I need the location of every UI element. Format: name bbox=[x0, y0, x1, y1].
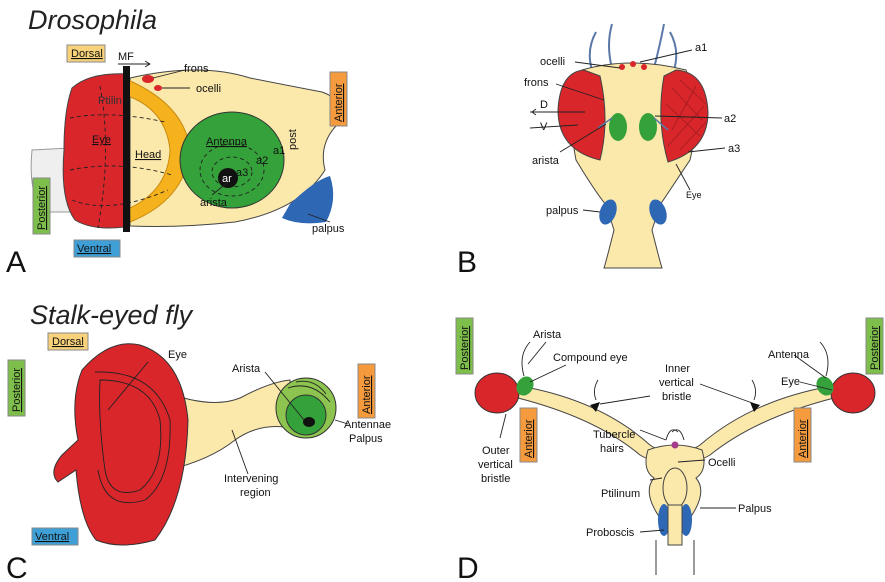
morphogenetic-furrow-bar bbox=[123, 66, 130, 232]
frons-label-a: frons bbox=[184, 63, 209, 75]
ocelli-label-b: ocelli bbox=[540, 56, 565, 68]
ptilinum-d bbox=[663, 468, 687, 508]
mf-label: MF bbox=[118, 51, 134, 63]
antenna-left-b bbox=[609, 113, 627, 141]
posterior-label-c: Posterior bbox=[11, 368, 23, 412]
posterior-label-d-left: Posterior bbox=[459, 326, 471, 370]
arista-base-c bbox=[303, 417, 315, 427]
title-stalk-eyed-fly: Stalk-eyed fly bbox=[30, 300, 194, 330]
eye-label-c: Eye bbox=[168, 349, 187, 361]
d-label: D bbox=[540, 99, 548, 111]
outer-label-1: Outer bbox=[482, 445, 510, 457]
anterior-label-d-left: Anterior bbox=[523, 419, 535, 458]
panel-d: Posterior Posterior Anterior Anterior Ar… bbox=[456, 318, 883, 582]
panel-label-c: C bbox=[6, 552, 28, 582]
a2-label-b: a2 bbox=[724, 113, 736, 125]
ocelli-label-a: ocelli bbox=[196, 83, 221, 95]
eye-right-d bbox=[831, 373, 875, 413]
title-drosophila: Drosophila bbox=[28, 5, 157, 35]
ocellus-3 bbox=[641, 64, 647, 70]
antenna-label-a: Antenna bbox=[206, 136, 248, 148]
arista-label-b: arista bbox=[532, 155, 560, 167]
eye-label-b: Eye bbox=[686, 190, 702, 200]
inner-label-2: vertical bbox=[659, 377, 694, 389]
anterior-label-c: Anterior bbox=[361, 375, 373, 414]
ptilinum-label: Ptilinum bbox=[601, 488, 640, 500]
ptilin-label: Ptilin bbox=[98, 95, 122, 107]
ocelli-label-d: Ocelli bbox=[708, 457, 736, 469]
ocellus-2 bbox=[630, 61, 636, 67]
inner-bristles bbox=[590, 402, 760, 412]
panel-c: Stalk-eyed fly Dorsal Ventral Posterior … bbox=[6, 300, 391, 582]
v-label: V bbox=[540, 121, 548, 133]
panel-label-a: A bbox=[6, 246, 26, 279]
antenna-a bbox=[180, 112, 284, 208]
antenna-right-b bbox=[639, 113, 657, 141]
anterior-label-a: Anterior bbox=[333, 83, 345, 122]
frons-mark bbox=[142, 75, 154, 83]
eye-left-d bbox=[475, 373, 519, 413]
proboscis-d bbox=[668, 505, 682, 545]
a3-label-a: a3 bbox=[236, 167, 248, 179]
anterior-label-d-right: Anterior bbox=[797, 419, 809, 458]
panel-label-b: B bbox=[457, 246, 477, 279]
ventral-label-c: Ventral bbox=[35, 531, 69, 543]
ocelli-mark bbox=[154, 85, 162, 91]
antenna-inner-c bbox=[286, 395, 326, 435]
outer-label-2: vertical bbox=[478, 459, 513, 471]
a3-label-b: a3 bbox=[728, 143, 740, 155]
tubercle-label-2: hairs bbox=[600, 443, 624, 455]
proboscis-label: Proboscis bbox=[586, 527, 635, 539]
panel-b: ocelli a1 frons D V a2 arista a3 Eye pal… bbox=[457, 24, 740, 279]
posterior-label-d-right: Posterior bbox=[869, 326, 881, 370]
antenna-label-d: Antenna bbox=[768, 349, 810, 361]
palpus-label-d: Palpus bbox=[738, 503, 772, 515]
ocellus-1 bbox=[619, 64, 625, 70]
tubercle-hairs bbox=[666, 430, 684, 440]
dorsal-label-c: Dorsal bbox=[52, 336, 84, 348]
arista-label-d: Arista bbox=[533, 329, 562, 341]
a1-label-a: a1 bbox=[273, 145, 285, 157]
eye-left-b bbox=[558, 70, 605, 160]
palpus-label-c: Palpus bbox=[349, 433, 383, 445]
a1-label-b: a1 bbox=[695, 42, 707, 54]
arista-label-a: arista bbox=[200, 197, 228, 209]
palpus-label-b: palpus bbox=[546, 205, 579, 217]
ar-label: ar bbox=[222, 173, 232, 185]
outer-label-3: bristle bbox=[481, 473, 510, 485]
eye-label-d: Eye bbox=[781, 376, 800, 388]
dorsal-label-a: Dorsal bbox=[71, 48, 103, 60]
ocelli-d bbox=[672, 442, 679, 449]
antennae-label: Antennae bbox=[344, 419, 391, 431]
inner-label-1: Inner bbox=[665, 363, 690, 375]
intervening-label-2: region bbox=[240, 487, 271, 499]
eye-label-a: Eye bbox=[92, 134, 111, 146]
a2-label-a: a2 bbox=[256, 155, 268, 167]
frons-label-b: frons bbox=[524, 77, 549, 89]
palpus-label-a: palpus bbox=[312, 223, 345, 235]
tubercle-label-1: Tubercle bbox=[593, 429, 635, 441]
intervening-label-1: Intervening bbox=[224, 473, 278, 485]
panel-a: Drosophila Dorsal Ventral Anteri bbox=[6, 5, 347, 279]
arista-label-c: Arista bbox=[232, 363, 261, 375]
ventral-label-a: Ventral bbox=[77, 243, 111, 255]
posterior-label-a: Posterior bbox=[36, 186, 48, 230]
post-label: post bbox=[287, 129, 299, 150]
inner-label-3: bristle bbox=[662, 391, 691, 403]
panel-label-d: D bbox=[457, 552, 479, 582]
compound-eye-label: Compound eye bbox=[553, 352, 628, 364]
head-label-a: Head bbox=[135, 149, 161, 161]
